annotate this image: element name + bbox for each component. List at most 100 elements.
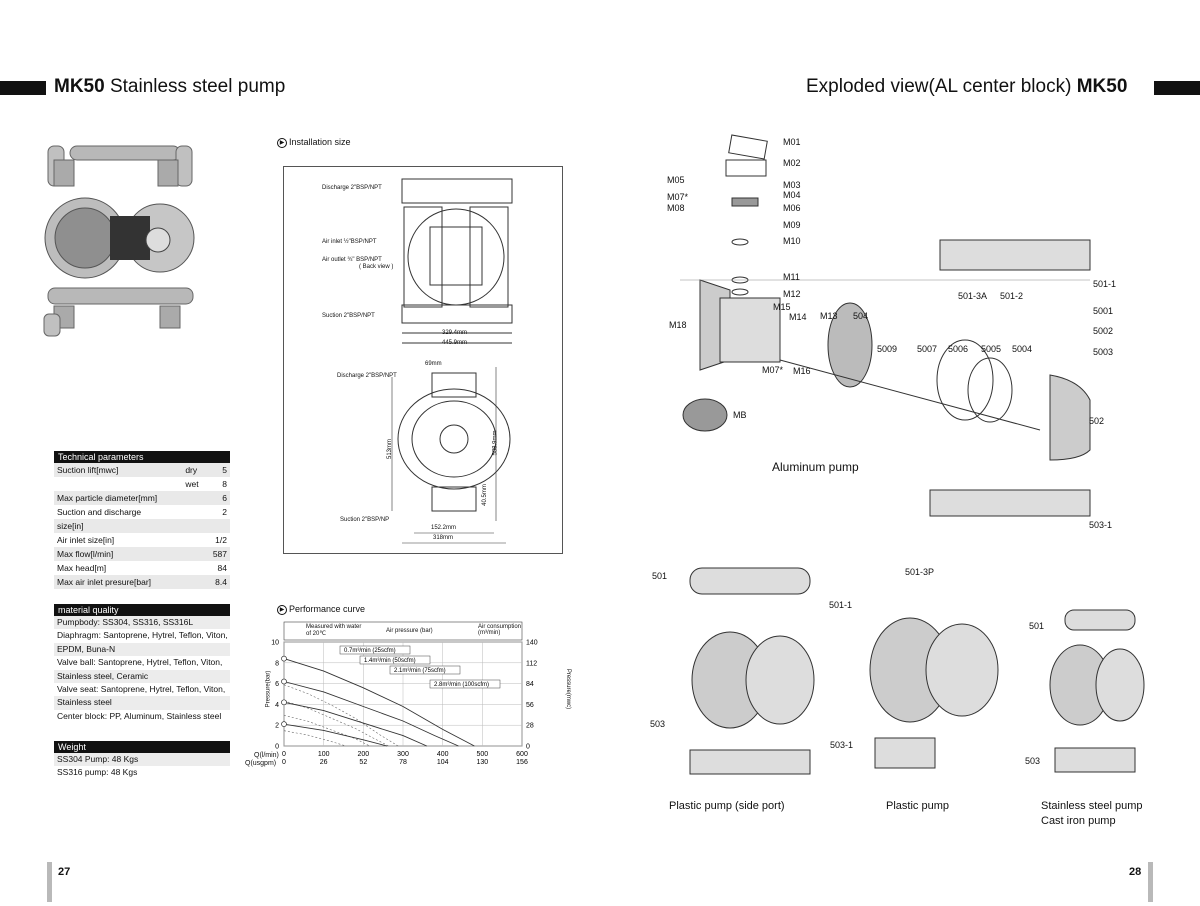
install-d8: 318mm [433, 535, 454, 541]
variant-label-501b: 501 [1029, 621, 1045, 631]
consumption-line [283, 715, 370, 747]
curve-label: 2.1m³/min (75scfm) [394, 668, 446, 674]
right-header-bar [1154, 81, 1200, 95]
y2-tick-label: 28 [526, 723, 534, 730]
left-header-bar [0, 81, 46, 95]
aluminum-pump-caption: Aluminum pump [772, 460, 859, 474]
x-tick-label-usgpm: 26 [320, 759, 328, 766]
list-item: SS316 pump: 48 Kgs [57, 767, 138, 778]
y2-tick-label: 112 [526, 660, 537, 667]
install-d2: 445.9mm [442, 340, 468, 346]
left-page-number: 27 [58, 866, 71, 878]
weight-heading: Weight [54, 741, 230, 753]
list-item: Stainless steel, Ceramic [54, 669, 230, 684]
perf-ylabel-right: Pressure(mwc) [565, 668, 572, 710]
exploded-label-m02: M02 [783, 158, 801, 168]
x-tick-label-usgpm: 104 [437, 759, 449, 766]
exploded-label-5004: 5004 [1012, 344, 1033, 354]
exploded-label-m12: M12 [783, 289, 801, 299]
series-start-point [281, 678, 287, 685]
exploded-label-5003: 5003 [1093, 347, 1114, 357]
install-frame [283, 166, 563, 554]
perf-legend-air: Air pressure (bar) [386, 628, 433, 634]
curve-label-box [429, 679, 501, 689]
x-tick-label-usgpm: 156 [516, 759, 528, 766]
table-row: size[in] [54, 519, 230, 533]
x-tick-label: 400 [437, 751, 449, 758]
exploded-label-504: 504 [853, 311, 869, 321]
exploded-label-5001: 5001 [1093, 306, 1114, 316]
curve-label: 1.4m³/min (50scfm) [364, 658, 416, 664]
right-page-number: 28 [1129, 866, 1142, 878]
install-d7: 152.2mm [431, 525, 457, 531]
play-icon: ▶ [277, 604, 287, 615]
install-suction: Suction 2"BSP/NPT [322, 313, 375, 319]
table-row: Max flow[l/min]587 [54, 547, 230, 561]
install-d1: 329.4mm [442, 330, 468, 336]
variant-label-503b: 503 [1025, 756, 1041, 766]
left-page-bar [47, 862, 52, 902]
x-tick-label: 600 [516, 751, 528, 758]
x-tick-label: 100 [318, 751, 330, 758]
y-tick-label: 0 [275, 744, 279, 751]
variant-drawings [689, 567, 1145, 775]
material-heading: material quality [54, 604, 230, 616]
exploded-label-5006: 5006 [948, 344, 969, 354]
install-d4: 513mm [387, 438, 394, 460]
y2-tick-label: 0 [526, 744, 530, 751]
series-start-point [281, 721, 287, 728]
perf-legend-measured: Measured with water of 20℃ [306, 624, 362, 637]
exploded-label-5005: 5005 [981, 344, 1002, 354]
legend-box [283, 621, 523, 641]
material-list: Pumpbody: SS304, SS316, SS316L Diaphragm… [54, 616, 230, 723]
exploded-label-m04: M04 [783, 190, 801, 200]
right-title-rest: Exploded view(AL center block) [806, 76, 1077, 97]
table-row: Air inlet size[in]1/2 [57, 535, 227, 545]
tech-heading: Technical parameters [54, 451, 230, 463]
series-line [283, 681, 459, 747]
install-d5: 588.9mm [492, 430, 499, 456]
weight-list: SS304 Pump: 48 Kgs SS316 pump: 48 Kgs [54, 753, 230, 780]
install-air-outlet: Air outlet ¾" BSP/NPT [322, 257, 382, 263]
caption-plastic-side: Plastic pump (side port) [669, 800, 785, 812]
curve-label-box [359, 655, 431, 665]
table-row: Max particle diameter[mm]6 [54, 491, 230, 505]
perf-caption: ▶Performance curve [277, 604, 365, 615]
install-back-view: ( Back view ) [359, 264, 394, 270]
exploded-label-5002: 5002 [1093, 326, 1114, 336]
list-item: Valve ball: Santoprene, Hytrel, Teflon, … [57, 657, 223, 668]
right-page-bar [1148, 862, 1153, 902]
install-drawing [391, 178, 513, 544]
curve-label-box [389, 665, 461, 675]
caption-plastic: Plastic pump [886, 800, 949, 812]
list-item: Diaphragm: Santoprene, Hytrel, Teflon, V… [57, 630, 228, 641]
x-tick-label-usgpm: 52 [359, 759, 367, 766]
exploded-label-m14: M14 [789, 312, 807, 322]
exploded-label-m18: M18 [669, 320, 687, 330]
caption-cast-iron: Cast iron pump [1041, 815, 1116, 827]
variant-label-503-1: 503-1 [830, 740, 854, 750]
install-suction2: Suction 2"BSP/NP [340, 517, 390, 523]
curve-label: 2.8m³/min (100scfm) [434, 682, 489, 688]
pump-photo [43, 145, 195, 337]
curve-label: 0.7m³/min (25scfm) [344, 648, 396, 654]
exploded-label-501-1: 501-1 [1093, 279, 1117, 289]
series-line [283, 723, 388, 747]
curve-label-box [339, 645, 411, 655]
exploded-label-m13: M13 [820, 311, 838, 321]
install-d6: 40.5mm [481, 484, 488, 506]
x-tick-label: 200 [357, 751, 369, 758]
series-start-point [281, 699, 287, 706]
exploded-label-502: 502 [1089, 416, 1105, 426]
table-row: Max air inlet presure[bar]8.4 [54, 575, 230, 589]
left-title-rest: Stainless steel pump [104, 76, 286, 97]
y-tick-label: 4 [275, 702, 279, 709]
exploded-label-m10: M10 [783, 236, 801, 246]
y2-tick-label: 140 [526, 640, 538, 647]
exploded-label-m05: M05 [667, 175, 685, 185]
left-title-model: MK50 [54, 76, 105, 97]
consumption-line [283, 684, 399, 747]
